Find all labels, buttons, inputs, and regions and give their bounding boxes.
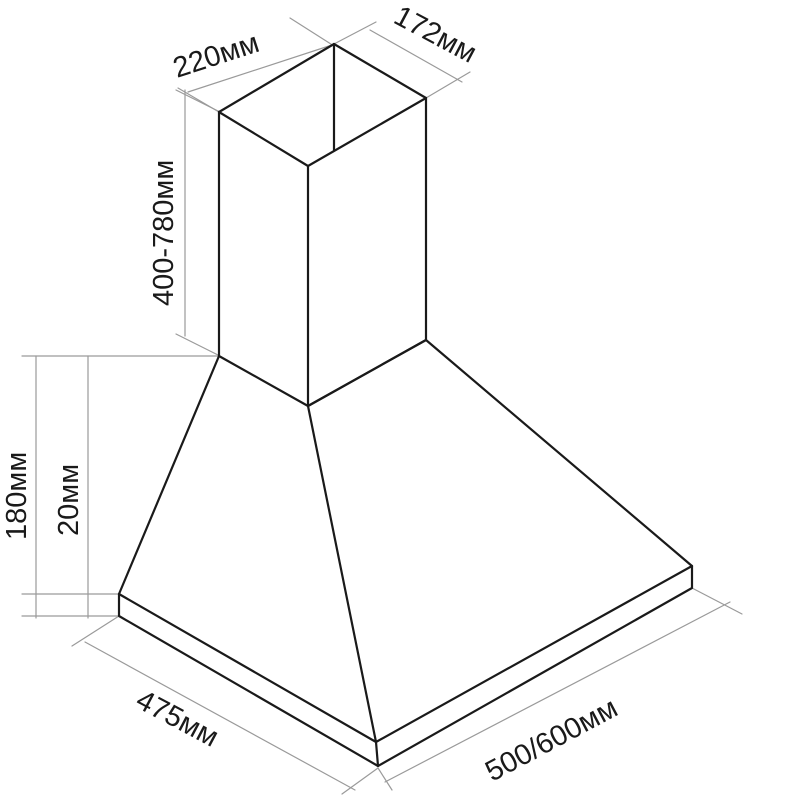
- canopy-body: [117, 338, 694, 744]
- dimension-labels: 220мм 172мм 400-780мм 180мм 20мм 475мм 5…: [1, 0, 623, 788]
- label-rim-height: 20мм: [53, 464, 85, 536]
- dim-400-780-ext-top: [175, 89, 221, 113]
- dimension-lines: [21, 17, 743, 795]
- chimney-back-top-edge: [217, 42, 336, 114]
- dim-500-600-ext-right: [691, 587, 743, 615]
- chimney-back-right-edge: [332, 42, 428, 100]
- dim-172-ext-right: [425, 71, 471, 99]
- label-canopy-width: 500/600мм: [480, 692, 623, 788]
- dim-500-600-ext-left: [377, 767, 393, 791]
- chimney-left-face: [217, 110, 310, 408]
- label-canopy-depth: 475мм: [131, 684, 224, 754]
- canopy-rim-front-left: [117, 592, 380, 768]
- dim-172-ext-left: [333, 21, 377, 45]
- dim-475-line: [84, 641, 356, 791]
- dim-500-600-line: [384, 601, 731, 783]
- dim-400-780-ext-bottom: [175, 333, 221, 357]
- dim-475-ext-right: [341, 767, 379, 795]
- dim-475-ext-left: [71, 615, 120, 647]
- canopy-rim-front-right: [376, 564, 694, 768]
- label-chimney-height: 400-780мм: [148, 160, 180, 306]
- dim-172-line: [369, 29, 463, 83]
- dim-220-line: [187, 43, 336, 93]
- range-hood: [117, 42, 694, 768]
- label-total-canopy-height: 180мм: [1, 452, 33, 540]
- chimney-right-face: [306, 96, 428, 408]
- label-chimney-depth: 172мм: [389, 0, 482, 70]
- label-chimney-width: 220мм: [169, 27, 263, 85]
- dim-220-ext-right: [289, 17, 335, 47]
